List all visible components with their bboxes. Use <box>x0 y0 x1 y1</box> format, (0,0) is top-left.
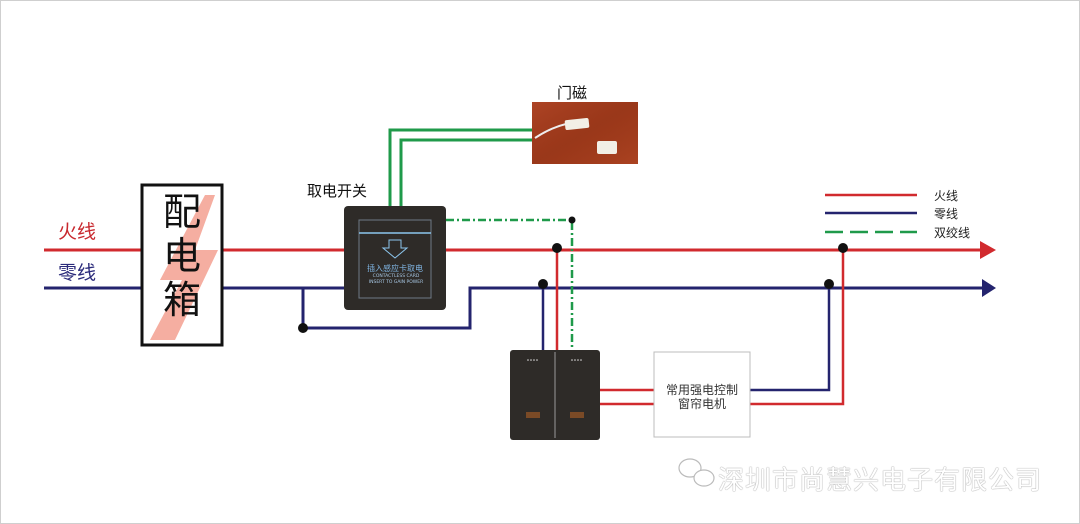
wood-texture <box>532 102 638 164</box>
live-arrow-icon <box>980 241 996 259</box>
card-switch-text-en: CONTACTLESS CARD INSERT TO GAIN POWER <box>366 274 426 286</box>
indicator-dots-right <box>571 359 582 361</box>
legend-live-label: 火线 <box>934 189 959 203</box>
junction-dot <box>298 323 308 333</box>
card-switch-text-cn: 插入感应卡取电 <box>367 264 423 273</box>
door-sensor-caption: 门磁 <box>557 84 588 102</box>
motor-neutral-wire <box>750 288 831 392</box>
box-char: 箱 <box>162 278 201 322</box>
curtain-motor-box <box>653 351 751 438</box>
card-slot-frame <box>358 219 432 299</box>
junction-dot <box>538 279 548 289</box>
box-char: 配 <box>162 190 201 234</box>
neutral-wire-label: 零线 <box>58 262 97 284</box>
curtain-motor-label: 常用强电控制 窗帘电机 <box>654 383 750 411</box>
junction-dot <box>838 243 848 253</box>
indicator-dots-left <box>527 359 538 361</box>
switch-label-right <box>570 412 584 418</box>
watermark-text: 深圳市尚慧兴电子有限公司 <box>718 466 1043 496</box>
switch-label-left <box>526 412 540 418</box>
legend-twisted-label: 双绞线 <box>934 226 971 240</box>
live-wire-label: 火线 <box>58 221 97 243</box>
sensor-magnet-icon <box>597 141 617 154</box>
card-switch-text-en-2: INSERT TO GAIN POWER <box>368 280 424 285</box>
door-sensor-wire-2 <box>399 138 535 206</box>
sensor-body-icon <box>564 117 590 131</box>
neutral-arrow-icon <box>982 279 996 297</box>
junction-dot <box>568 216 576 224</box>
wechat-icon <box>678 458 715 487</box>
legend-neutral-label: 零线 <box>934 207 959 221</box>
junction-dot <box>552 243 562 253</box>
curtain-motor-line2: 窗帘电机 <box>677 397 726 411</box>
curtain-motor-line1: 常用强电控制 <box>665 383 738 397</box>
neutral-bypass <box>301 286 982 330</box>
lightning-icon <box>150 195 218 340</box>
distribution-box-label: 配 电 箱 <box>160 190 204 322</box>
twisted-pair-wire <box>446 218 574 352</box>
sensor-cable <box>534 123 567 139</box>
motor-live-wire <box>750 250 845 406</box>
insert-arrow-icon <box>381 239 409 259</box>
junction-dot <box>824 279 834 289</box>
card-switch-caption: 取电开关 <box>307 182 368 200</box>
card-switch-text-en-1: CONTACTLESS CARD <box>372 274 420 279</box>
door-sensor-wire-1 <box>388 128 535 206</box>
box-char: 电 <box>162 234 201 278</box>
